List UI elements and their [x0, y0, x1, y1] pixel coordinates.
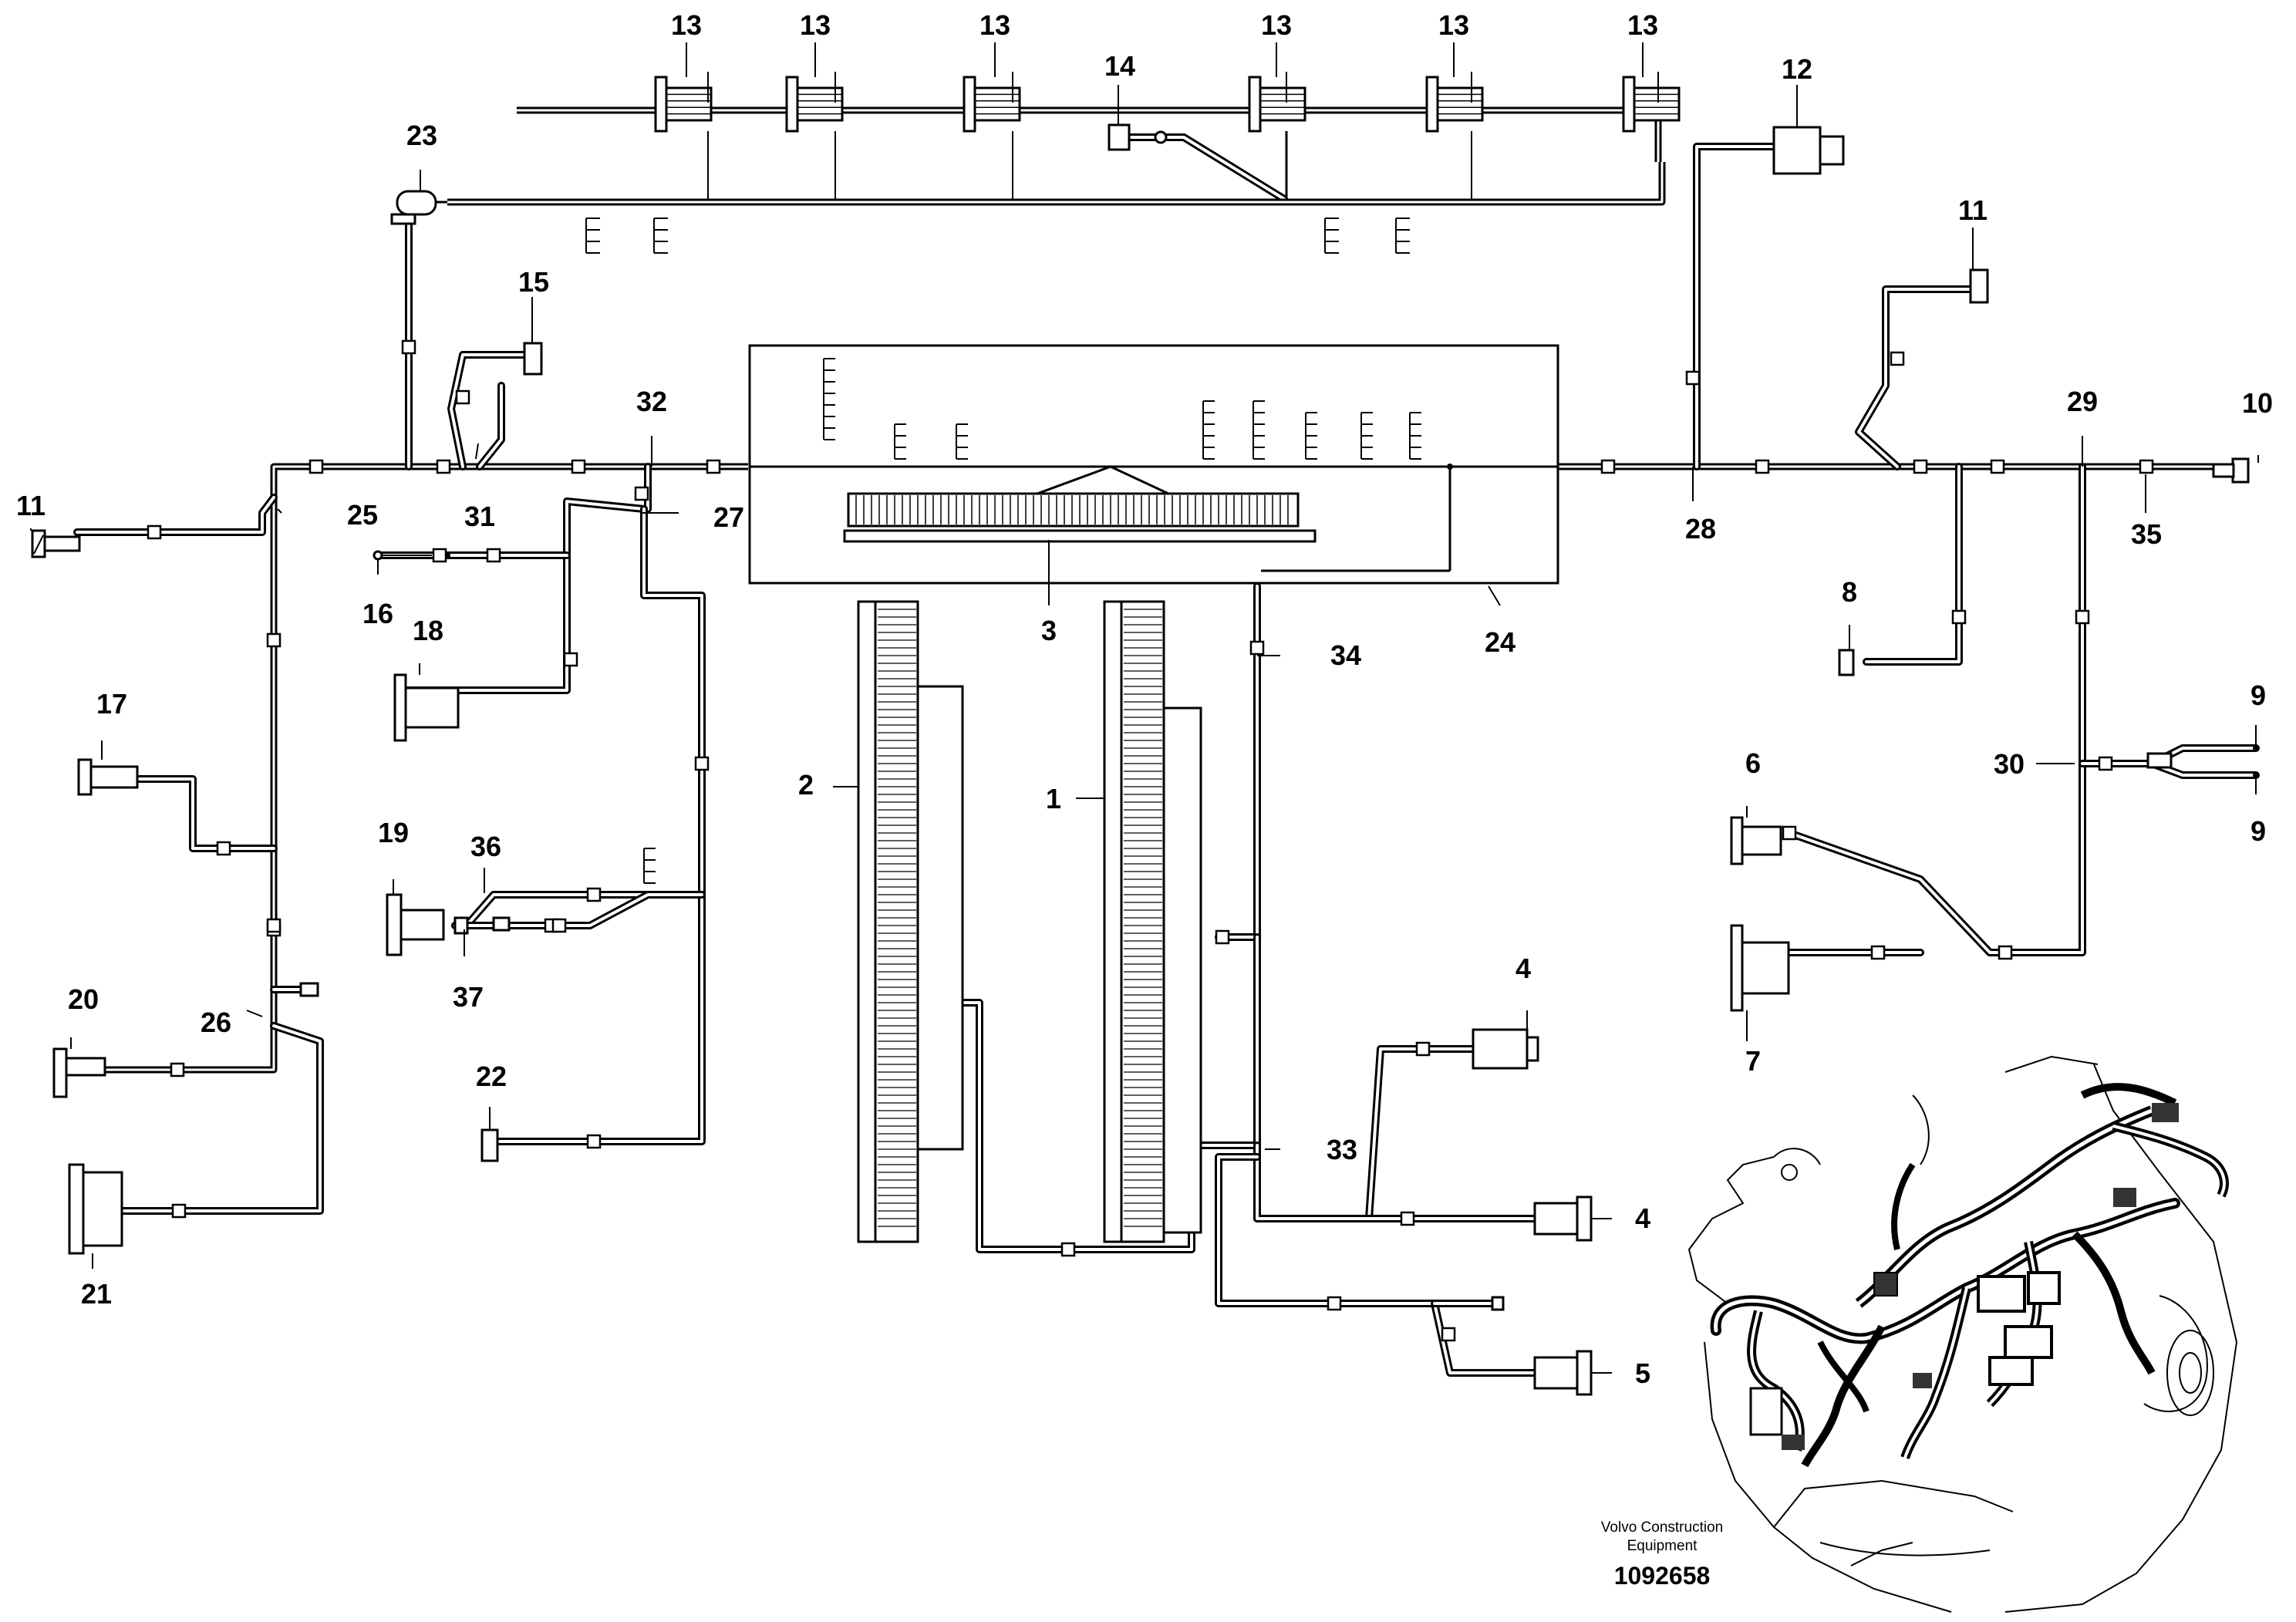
callout-13: 13 — [979, 9, 1010, 41]
callout-28: 28 — [1685, 513, 1716, 545]
callout-27: 27 — [713, 501, 744, 533]
callout-5: 5 — [1635, 1357, 1650, 1389]
callout-18: 18 — [413, 615, 443, 646]
callout-16: 16 — [362, 598, 393, 629]
callout-4: 4 — [1515, 953, 1531, 984]
callout-13: 13 — [1261, 9, 1292, 41]
callout-leaders — [30, 42, 2259, 1374]
figure-caption: Volvo Construction Equipment 1092658 — [1601, 1519, 1723, 1590]
figure-number: 1092658 — [1614, 1562, 1711, 1590]
callout-23: 23 — [406, 120, 437, 151]
callout-32: 32 — [636, 386, 667, 417]
callout-14: 14 — [1104, 50, 1135, 82]
callout-24: 24 — [1485, 626, 1515, 658]
callout-11: 11 — [16, 490, 46, 521]
engine-inset-illustration — [1687, 1055, 2238, 1613]
callout-22: 22 — [476, 1061, 507, 1092]
callout-25: 25 — [347, 499, 378, 531]
callout-15: 15 — [518, 266, 549, 298]
callout-11: 11 — [1958, 194, 1988, 226]
callout-9: 9 — [2250, 679, 2266, 711]
callout-17: 17 — [96, 688, 127, 720]
harness-clips — [147, 339, 2154, 1342]
callout-31: 31 — [464, 501, 495, 532]
callout-6: 6 — [1745, 747, 1761, 779]
callout-30: 30 — [1994, 748, 2025, 780]
callout-20: 20 — [68, 983, 99, 1015]
callout-37: 37 — [453, 981, 484, 1013]
callout-9: 9 — [2250, 815, 2266, 847]
connector-block-2 — [857, 600, 964, 1243]
harness-connectors — [31, 72, 2259, 1396]
callout-4: 4 — [1635, 1202, 1650, 1234]
callout-19: 19 — [378, 817, 409, 848]
callout-13: 13 — [800, 9, 831, 41]
callout-34: 34 — [1330, 639, 1361, 671]
callout-26: 26 — [201, 1007, 231, 1038]
callout-12: 12 — [1782, 53, 1812, 85]
callout-29: 29 — [2067, 386, 2098, 417]
connector-block-1 — [1103, 600, 1202, 1243]
callout-21: 21 — [81, 1278, 112, 1310]
callout-33: 33 — [1327, 1134, 1357, 1165]
brand-line-2: Equipment — [1627, 1538, 1698, 1554]
callout-1: 1 — [1046, 783, 1061, 814]
callout-13: 13 — [1627, 9, 1658, 41]
callout-2: 2 — [798, 769, 814, 801]
callout-36: 36 — [470, 831, 501, 862]
callout-35: 35 — [2131, 518, 2162, 550]
callout-10: 10 — [2242, 387, 2273, 419]
callout-7: 7 — [1745, 1045, 1761, 1077]
callout-8: 8 — [1842, 576, 1857, 608]
callout-13: 13 — [1438, 9, 1469, 41]
callout-13: 13 — [671, 9, 702, 41]
ecu-housing — [585, 218, 1559, 884]
brand-line-1: Volvo Construction — [1601, 1519, 1723, 1536]
callout-3: 3 — [1041, 615, 1057, 646]
